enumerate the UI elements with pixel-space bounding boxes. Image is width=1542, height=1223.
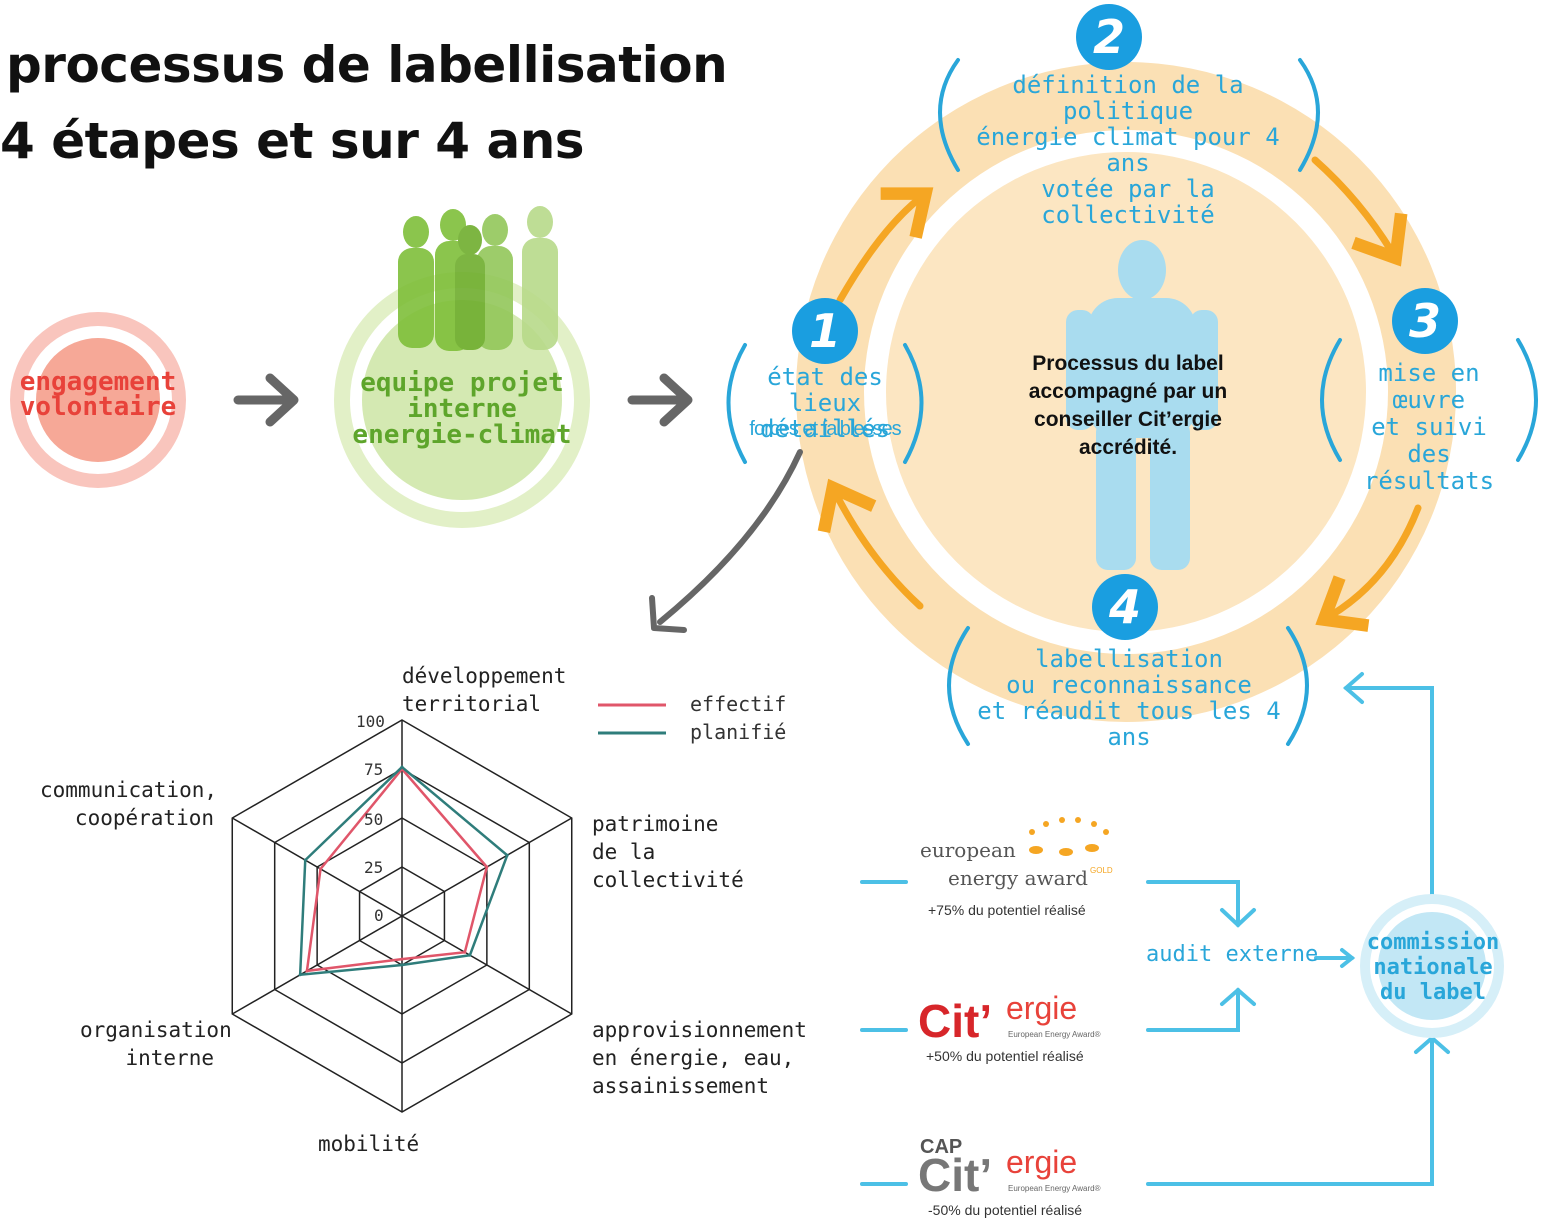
radar-tick-0: 0 <box>374 906 384 925</box>
step-1-number: 1 <box>792 298 858 364</box>
citergie-tag: European Energy Award® <box>1008 1030 1101 1039</box>
to-radar-arrow <box>649 449 803 633</box>
citergie-brand-ergie: ergie <box>1006 990 1078 1026</box>
audit-label: audit externe <box>1146 942 1319 967</box>
radar-point-1-5 <box>303 858 307 862</box>
cap-brand-ergie: ergie <box>1006 1144 1078 1180</box>
step-1-sublabel: forces et faiblesses <box>749 418 901 440</box>
cycle-arrows <box>817 156 1422 632</box>
radar-point-1-2 <box>468 953 472 957</box>
legend-effectif: effectif <box>690 692 787 716</box>
radar-axis-label-3: mobilité <box>318 1132 420 1156</box>
cap-sub: -50% du potentiel réalisé <box>928 1202 1083 1218</box>
european-gold: GOLD <box>1090 866 1113 875</box>
radar-point-1-0 <box>400 765 404 769</box>
radar-axis-label-0: développement territorial <box>402 664 567 716</box>
flow-arrow-2 <box>627 373 693 427</box>
radar-point-0-4 <box>305 969 309 973</box>
radar-axis-label-5: communication, coopération <box>40 778 218 830</box>
cap-label: CAP <box>920 1136 963 1158</box>
radar-point-1-1 <box>505 853 509 857</box>
radar-axis-label-4: organisation interne <box>80 1018 232 1070</box>
citergie-brand: Cit’ <box>918 995 993 1047</box>
radar-point-1-3 <box>400 963 404 967</box>
commission-label: commission nationale du label <box>1366 930 1500 1005</box>
european-stars-icon <box>1029 817 1109 856</box>
european-line2: energy award <box>948 866 1088 890</box>
step-2-number: 2 <box>1076 4 1142 70</box>
radar-axis-label-2: approvisionnement en énergie, eau, assai… <box>592 1018 807 1098</box>
radar-point-0-3 <box>400 957 404 961</box>
radar-point-1-4 <box>298 973 302 977</box>
radar-tick-25: 25 <box>364 858 384 877</box>
cap-brand: Cit’ <box>918 1149 993 1201</box>
radar-tick-75: 75 <box>364 760 384 779</box>
radar-spoke-4 <box>231 915 403 1015</box>
radar-point-0-2 <box>463 950 467 954</box>
step-3-number: 3 <box>1392 288 1458 354</box>
flow-arrow-1 <box>233 373 299 427</box>
citergie-sub: +50% du potentiel réalisé <box>926 1048 1084 1064</box>
radar-point-0-1 <box>485 865 489 869</box>
radar-tick-50: 50 <box>364 810 384 829</box>
commission-badge <box>1360 894 1504 1038</box>
radar-tick-100: 100 <box>356 712 385 731</box>
european-sub: +75% du potentiel réalisé <box>928 902 1086 918</box>
engagement-label: engagement volontaire <box>19 367 177 422</box>
step-1-label: état des lieux détaillés <box>759 363 891 443</box>
step-2-label: définition de la politique énergie clima… <box>976 71 1280 229</box>
step-3-label: mise en œuvre et suivi des résultats <box>1363 359 1495 495</box>
step-brackets <box>726 58 1538 746</box>
radar-spoke-5 <box>231 817 403 917</box>
award-connectors <box>860 672 1450 1186</box>
radar-series-planifie <box>298 765 509 977</box>
radar-spoke-2 <box>401 915 573 1015</box>
team-people-icon <box>398 206 558 351</box>
team-label: equipe projet interne energie-climat <box>352 368 572 450</box>
european-line1: european <box>920 838 1016 862</box>
cycle-center-text: Processus du label accompagné par un con… <box>1028 352 1228 459</box>
radar-axis-label-1: patrimoine de la collectivité <box>592 812 744 892</box>
page-title-line1: processus de labellisation <box>6 36 728 94</box>
engagement-target-icon <box>10 312 186 488</box>
legend-planifie: planifié <box>690 720 787 744</box>
radar-chart <box>231 719 573 1113</box>
step-4-number: 4 <box>1092 574 1158 640</box>
step-4-label: labellisation ou reconnaissance et réaud… <box>977 645 1281 751</box>
advisor-silhouette-icon <box>1066 240 1218 570</box>
cap-tag: European Energy Award® <box>1008 1184 1101 1193</box>
page-title-line2: 4 étapes et sur 4 ans <box>0 112 585 170</box>
radar-point-0-5 <box>319 867 323 871</box>
